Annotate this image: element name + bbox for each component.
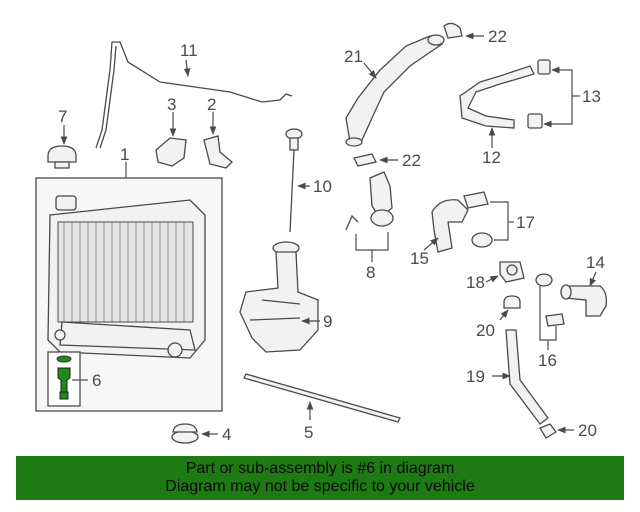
hose-clamp-17a [463, 191, 489, 209]
cooler-line [95, 41, 293, 149]
callout-1: 1 [120, 145, 129, 164]
parts-diagram: 1 2 3 4 5 6 7 8 9 10 11 12 13 14 15 16 1… [35, 22, 608, 444]
fitting-lower [539, 423, 557, 439]
callout-18: 18 [466, 273, 485, 292]
callout-22b: 22 [402, 151, 421, 170]
hose-clamp-heater-upper [537, 59, 551, 75]
callout-15: 15 [410, 249, 429, 268]
hose-clamp-16a [535, 273, 553, 287]
callout-20a: 20 [476, 321, 495, 340]
radiator-cap [47, 145, 77, 169]
bypass-hose [431, 199, 469, 253]
upper-bracket [155, 137, 187, 167]
callout-10: 10 [313, 177, 332, 196]
callout-16: 16 [538, 351, 557, 370]
callout-7: 7 [58, 107, 67, 126]
banner-line-2: Diagram may not be specific to your vehi… [165, 478, 475, 495]
info-banner: Part or sub-assembly is #6 in diagram Di… [16, 456, 624, 500]
callout-14: 14 [586, 253, 605, 272]
thermostat-housing [345, 171, 394, 231]
callout-3: 3 [167, 95, 176, 114]
radiator-assembly [35, 177, 223, 412]
callout-6: 6 [92, 371, 101, 390]
callout-2: 2 [207, 95, 216, 114]
callout-22a: 22 [488, 27, 507, 46]
air-seal [243, 373, 401, 423]
callout-11: 11 [180, 41, 198, 60]
callout-20b: 20 [578, 421, 597, 440]
leader-lines [60, 32, 597, 438]
lower-hose [565, 285, 608, 317]
callout-13: 13 [582, 87, 601, 106]
reservoir-dipstick [285, 128, 303, 233]
hose-clamp-17b [471, 232, 493, 248]
upper-insulator [203, 135, 233, 169]
callout-9: 9 [323, 312, 332, 331]
callout-4: 4 [222, 425, 231, 444]
callout-17: 17 [516, 213, 535, 232]
hose-clamp-lower [353, 153, 377, 167]
callout-8: 8 [366, 263, 375, 282]
callout-5: 5 [304, 423, 313, 442]
heater-hose [459, 65, 535, 129]
fitting-upper [503, 295, 521, 309]
callout-12: 12 [482, 148, 501, 167]
coolant-pipe [505, 329, 549, 425]
hose-clamp-16b [545, 313, 565, 327]
callout-19: 19 [466, 367, 485, 386]
lower-insulator [171, 423, 199, 444]
hose-clamp-heater-lower [527, 113, 543, 129]
hose-clamp-upper [443, 22, 463, 39]
coolant-reservoir [239, 241, 319, 353]
callout-21: 21 [344, 47, 363, 66]
water-outlet [499, 261, 525, 283]
banner-line-1: Part or sub-assembly is #6 in diagram [185, 460, 455, 477]
